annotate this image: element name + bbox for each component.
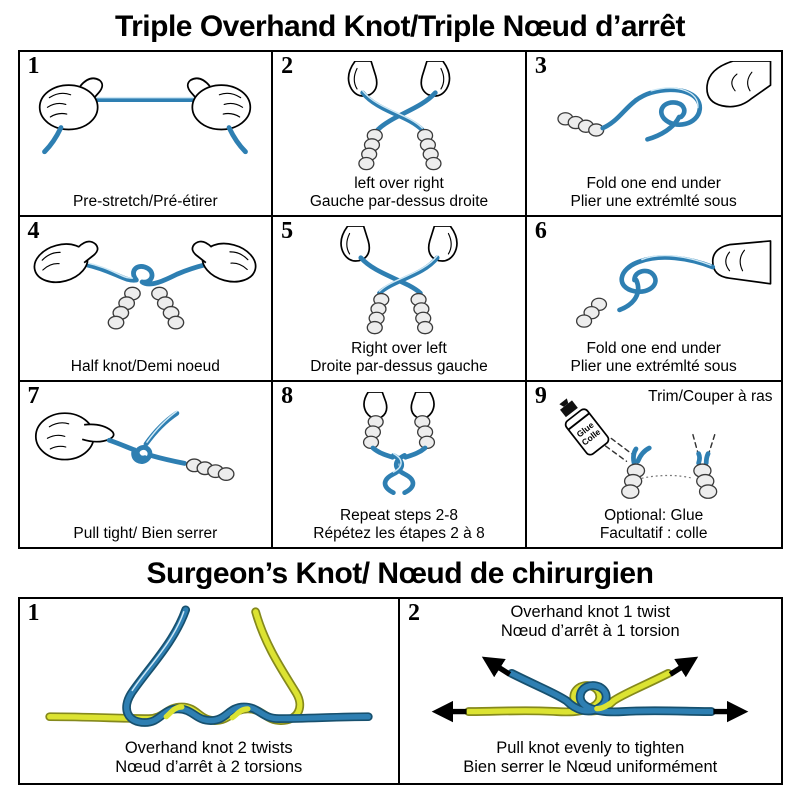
surgeon-knot-grid: 1 Overhand knot 2 twists Nœud d’arrêt à …: [17, 597, 783, 785]
step-caption: Pull tight/ Bien serrer: [20, 525, 272, 543]
pre-stretch-illustration: [20, 54, 272, 177]
step-6-cell: 6 Fold one end under Plier une extrémlté…: [526, 217, 781, 382]
caption-line: Pull knot evenly to tighten: [496, 739, 685, 758]
step-5-cell: 5 Right over left Dr: [273, 217, 527, 382]
step-caption: Overhand knot 2 twists Nœud d’arrêt à 2 …: [20, 739, 399, 777]
surgeon-step-2-cell: 2 Overhand knot 1 twist Nœud d’arrêt à 1…: [400, 599, 781, 783]
two-twist-knot-illustration: [20, 603, 399, 741]
half-knot-illustration: [20, 219, 272, 342]
step-8-cell: 8 Repeat steps 2-8 R: [273, 382, 527, 547]
caption-line: Nœud d’arrêt à 1 torsion: [500, 621, 680, 640]
caption-line: Répétez les étapes 2 à 8: [313, 525, 485, 543]
bead-strand-icon: [692, 462, 717, 499]
step-7-cell: 7 Pull tight/ Bien serrer: [20, 382, 274, 547]
caption-line: Plier une extrémlté sous: [570, 193, 737, 211]
bead-strand-icon: [620, 462, 645, 499]
step-number: 3: [534, 53, 547, 79]
step-caption: Fold one end under Plier une extrémlté s…: [527, 340, 781, 376]
fold-end-under-illustration: [527, 54, 781, 177]
caption-line: Plier une extrémlté sous: [570, 358, 737, 376]
bead-strand-icon: [575, 297, 607, 328]
step-caption: left over right Gauche par-dessus droite: [273, 175, 525, 211]
caption-line: Facultatif : colle: [599, 525, 708, 543]
caption-line: Optional: Glue: [604, 507, 704, 525]
step-caption: Right over left Droite par-dessus gauche: [273, 340, 525, 376]
step-9-cell: 9 Trim/Couper à ras Glue Colle: [527, 382, 781, 547]
fold-end-under-icon: [556, 60, 772, 142]
caption-line: Pull tight/ Bien serrer: [73, 525, 218, 543]
pull-knot-arrows-icon: [431, 656, 749, 723]
step-number: 1: [27, 600, 40, 626]
step-number: 4: [27, 218, 40, 244]
step-number: 2: [281, 53, 294, 79]
cross-right-over-left-icon: [340, 225, 458, 334]
cross-right-over-left-illustration: [273, 219, 525, 342]
step-number: 9: [534, 383, 547, 409]
surgeon-step-1-cell: 1 Overhand knot 2 twists Nœud d’arrêt à …: [20, 599, 400, 783]
cross-left-over-right-illustration: [273, 54, 525, 177]
caption-line: Right over left: [351, 340, 447, 358]
pull-knot-arrows-illustration: [400, 641, 781, 741]
triple-knot-grid: 1 Pre-stretch/Pré-étirer: [17, 50, 783, 549]
caption-line: Overhand knot 2 twists: [124, 739, 293, 758]
two-twist-knot-icon: [45, 605, 373, 727]
glue-and-trim-illustration: Glue Colle: [527, 384, 781, 509]
glue-and-trim-icon: Glue Colle: [559, 397, 717, 499]
bead-strand-icon: [362, 414, 436, 449]
caption-line: Gauche par-dessus droite: [309, 193, 489, 211]
step-number: 1: [27, 53, 40, 79]
title-triple-overhand-knot: Triple Overhand Knot/Triple Nœud d’arrêt: [114, 10, 686, 43]
caption-line: Repeat steps 2-8: [339, 507, 459, 525]
caption-line: Fold one end under: [586, 340, 721, 358]
caption-line: Bien serrer le Nœud uniformément: [463, 758, 718, 777]
caption-line: Fold one end under: [586, 175, 721, 193]
repeat-braid-icon: [362, 391, 436, 495]
half-knot-icon: [33, 240, 257, 329]
pull-arrow-icon: [431, 656, 749, 723]
step-caption: Pre-stretch/Pré-étirer: [20, 193, 272, 211]
step-4-cell: 4: [19, 217, 274, 382]
caption-line: Overhand knot 1 twist: [510, 603, 671, 621]
bead-strand-icon: [186, 457, 235, 481]
step-number: 8: [281, 383, 294, 409]
cross-left-over-right-icon: [347, 60, 451, 170]
caption-line: Pre-stretch/Pré-étirer: [72, 193, 218, 211]
caption-line: Droite par-dessus gauche: [310, 358, 488, 376]
step-caption: Fold one end under Plier une extrémlté s…: [527, 175, 781, 211]
caption-line: Half knot/Demi noeud: [70, 358, 220, 376]
step-3-cell: 3 Fold one end under Plier une extrémlté…: [526, 52, 781, 217]
repeat-braid-illustration: [273, 384, 525, 509]
caption-line: left over right: [354, 175, 444, 193]
step-1-cell: 1 Pre-stretch/Pré-étirer: [19, 52, 274, 217]
step-caption: Optional: Glue Facultatif : colle: [527, 507, 781, 543]
bead-strand-icon: [366, 292, 434, 334]
step-number: 6: [534, 218, 547, 244]
step-number: 5: [281, 218, 294, 244]
title-surgeons-knot: Surgeon’s Knot/ Nœud de chirurgien: [146, 557, 654, 590]
trim-label: Trim/Couper à ras: [648, 388, 773, 405]
bead-strand-icon: [358, 128, 442, 170]
knot-instruction-sheet: Triple Overhand Knot/Triple Nœud d’arrêt…: [0, 10, 800, 810]
fold-end-under-illustration-2: [527, 219, 781, 342]
glue-bottle-icon: Glue Colle: [559, 397, 609, 456]
pre-stretch-hands-icon: [39, 76, 252, 154]
caption-line: Nœud d’arrêt à 2 torsions: [115, 758, 303, 777]
step-top-caption: Overhand knot 1 twist Nœud d’arrêt à 1 t…: [400, 603, 781, 641]
pull-tight-icon: [35, 410, 235, 481]
step-caption: Half knot/Demi noeud: [20, 358, 272, 376]
step-2-cell: 2 left over right Ga: [273, 52, 527, 217]
step-number: 7: [27, 383, 40, 409]
pull-tight-illustration: [20, 384, 272, 509]
step-caption: Repeat steps 2-8 Répétez les étapes 2 à …: [273, 507, 525, 543]
step-caption: Pull knot evenly to tighten Bien serrer …: [400, 739, 781, 777]
fold-end-under-icon-2: [575, 239, 772, 328]
bead-strand-icon: [107, 286, 185, 329]
bead-strand-icon: [556, 111, 604, 137]
step-number: 2: [408, 600, 420, 626]
